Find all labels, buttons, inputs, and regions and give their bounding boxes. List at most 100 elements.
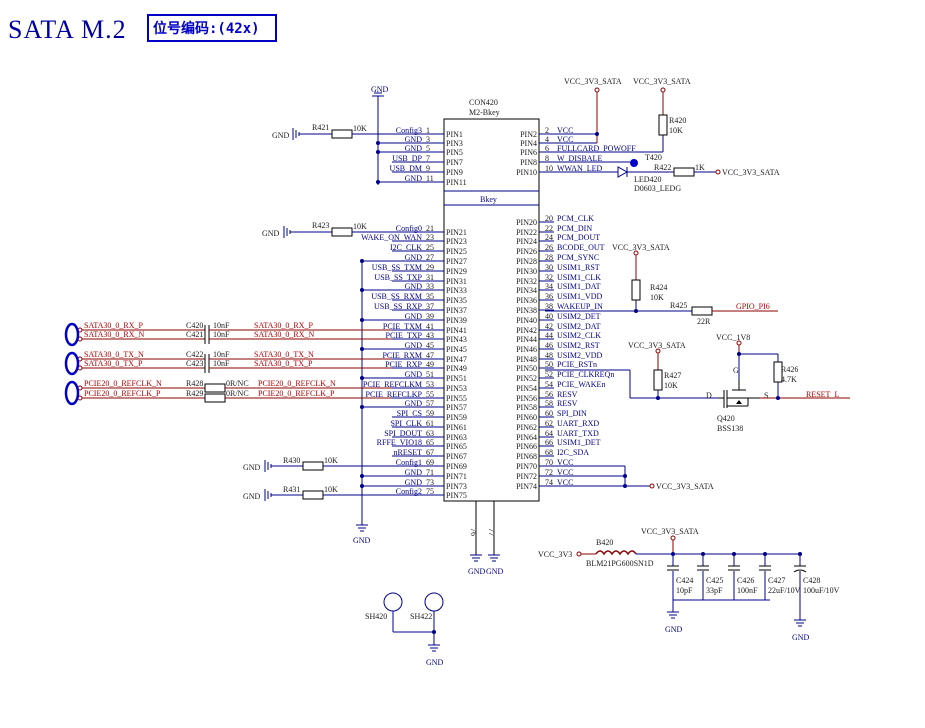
net-label: PCIE_RXM <box>382 351 422 360</box>
pin-name: PIN62 <box>516 423 537 432</box>
pin-name: PIN38 <box>516 306 537 315</box>
pin-number: 55 <box>426 390 434 399</box>
pin-number: 74 <box>545 478 553 487</box>
pin-number: 2 <box>545 126 549 135</box>
pin-name: PIN11 <box>446 178 467 187</box>
pin-number: 23 <box>426 233 434 242</box>
pin-number: 32 <box>545 273 553 282</box>
pin-name: PIN35 <box>446 296 467 305</box>
svg-text:GND: GND <box>792 633 810 642</box>
net-label: PCIE20_0_REFCLK_N <box>258 379 336 388</box>
pin-name: PIN45 <box>446 345 467 354</box>
pin-number: 43 <box>426 331 434 340</box>
pin-number: 27 <box>426 253 434 262</box>
pin-name: PIN65 <box>446 442 467 451</box>
pin-number: 58 <box>545 399 553 408</box>
pin-name: PIN64 <box>516 433 537 442</box>
net-label: BCODE_OUT <box>557 243 605 252</box>
pin-number: 63 <box>426 429 434 438</box>
net-label: USIM2_DAT <box>557 322 601 331</box>
pin-number: 39 <box>426 312 434 321</box>
cap-val: 22uF/10V <box>768 586 801 595</box>
svg-text:LED420: LED420 <box>634 175 662 184</box>
net-label: PCIE20_0_REFCLK_P <box>84 389 161 398</box>
net-label: SATA30_0_RX_P <box>84 321 143 330</box>
wakeup-circuit: VCC_3V3_SATA R424 10K R425 22R GPIO_PI6 <box>545 243 778 326</box>
svg-text:GND: GND <box>665 625 683 634</box>
svg-text:10K: 10K <box>353 124 367 133</box>
resistor-r427 <box>653 369 663 391</box>
cap-val: 100nF <box>737 586 758 595</box>
net-label: PCM_CLK <box>557 214 594 223</box>
svg-text:R430: R430 <box>283 456 300 465</box>
net-label: SATA30_0_RX_P <box>254 321 313 330</box>
pin-number: 6 <box>545 144 549 153</box>
pin-name: PIN21 <box>446 228 467 237</box>
pin-name: PIN23 <box>446 237 467 246</box>
svg-text:VCC_3V3_SATA: VCC_3V3_SATA <box>628 341 686 350</box>
net-label: PCIE_TXM <box>383 322 422 331</box>
net-label: I2C_CLK <box>390 243 422 252</box>
gnd-label: GND <box>486 567 504 576</box>
pin-number: 20 <box>545 214 553 223</box>
pin-name: PIN69 <box>446 462 467 471</box>
pin-number: 69 <box>426 458 434 467</box>
net-label: USB_SS_RXP <box>374 302 423 311</box>
pin-number: 68 <box>545 448 553 457</box>
net-label: SPI_CS <box>397 409 422 418</box>
net-label: PCIE_CLKREQn <box>557 370 614 379</box>
net-label: VCC <box>557 468 573 477</box>
vcc-rail-top: VCC_3V3_SATA VCC_3V3_SATA R420 10K T420 … <box>545 77 780 193</box>
net-label: RESV <box>557 399 578 408</box>
svg-text:10K: 10K <box>353 222 367 231</box>
resistor-r425 <box>691 306 713 316</box>
pin-number: 26 <box>545 243 553 252</box>
pin-name: PIN51 <box>446 374 467 383</box>
svg-text:R420: R420 <box>669 116 686 125</box>
pin-name: PIN3 <box>446 139 463 148</box>
pin-name: PIN2 <box>520 130 537 139</box>
connector-refdes: CON420 <box>469 98 498 107</box>
mosfet-q420: G D S Q420 BSS138 <box>706 366 768 433</box>
svg-text:4.7K: 4.7K <box>781 375 797 384</box>
svg-text:T420: T420 <box>645 153 662 162</box>
pin-name: PIN54 <box>516 384 537 393</box>
net-label: W_DISBALE <box>557 154 602 163</box>
svg-text:10K: 10K <box>324 456 338 465</box>
net-label: WAKE_ON_WAN <box>361 233 422 242</box>
net-label: GND <box>405 282 423 291</box>
connector-body <box>443 118 540 502</box>
svg-text:R427: R427 <box>664 371 681 380</box>
pin-name: PIN50 <box>516 364 537 373</box>
cap-ref: C425 <box>706 576 723 585</box>
res-ref: R428 <box>186 379 203 388</box>
svg-text:GND: GND <box>426 658 444 667</box>
pin-number: 37 <box>426 302 434 311</box>
net-label: GND <box>405 174 423 183</box>
svg-text:BSS138: BSS138 <box>717 424 743 433</box>
connector-con420: CON420 M2-Bkey Bkey PIN11Config3PIN33GND… <box>360 98 636 555</box>
svg-text:BLM21PG600SN1D: BLM21PG600SN1D <box>586 559 654 568</box>
svg-text:10K: 10K <box>324 485 338 494</box>
pin-number: 62 <box>545 419 553 428</box>
net-label: PCM_SYNC <box>557 253 599 262</box>
pin-number: 10 <box>545 164 553 173</box>
pin-number: 22 <box>545 224 553 233</box>
pin-number: 42 <box>545 322 553 331</box>
svg-text:R422: R422 <box>654 163 671 172</box>
svg-text:GND: GND <box>243 492 261 501</box>
resistor-r420 <box>658 114 668 136</box>
net-label: Config3 <box>396 126 422 135</box>
pin-name: PIN40 <box>516 316 537 325</box>
pin-name: PIN49 <box>446 364 467 373</box>
svg-text:R426: R426 <box>781 365 798 374</box>
pin-number: 1 <box>426 126 430 135</box>
svg-text:Q420: Q420 <box>717 414 735 423</box>
net-label: USB_SS_RXM <box>371 292 422 301</box>
pin-name: PIN67 <box>446 452 467 461</box>
